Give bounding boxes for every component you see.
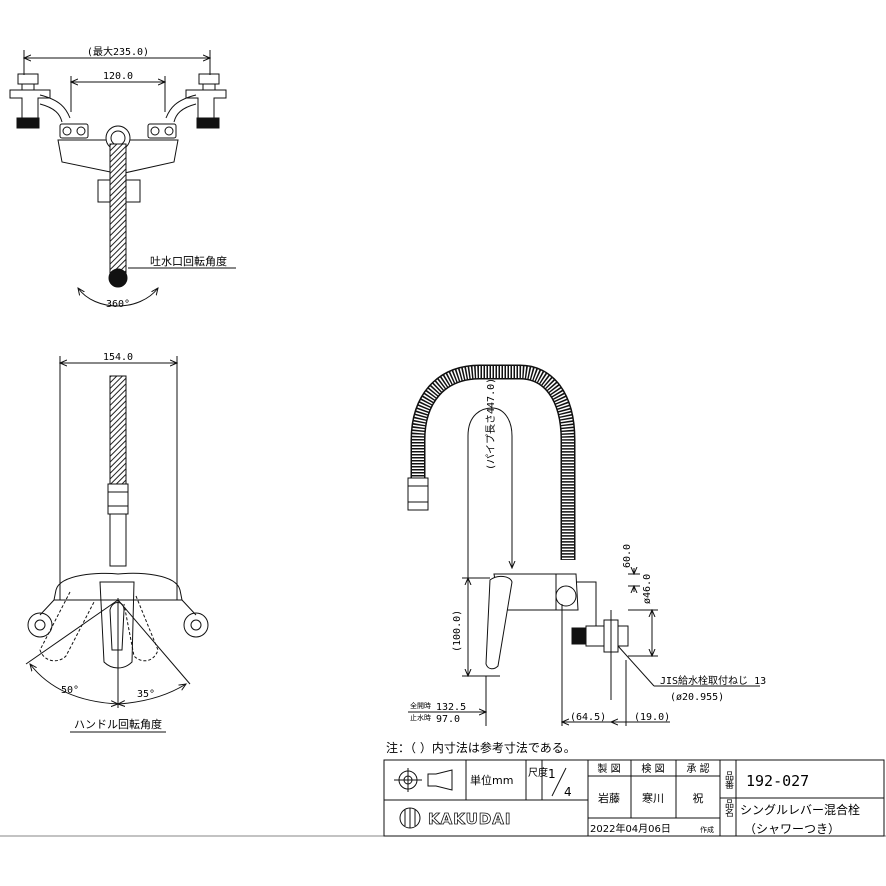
checked-by: 寒川 [642, 791, 664, 805]
part-no-label: 品番 [723, 771, 734, 789]
spout-rotation-label: 吐水口回転角度 [150, 254, 227, 268]
dim-max-width: (最大235.0) [87, 45, 149, 58]
angle-left: 50° [61, 685, 79, 696]
dim-64-5: (64.5) [570, 712, 606, 723]
dim-46: ø46.0 [642, 574, 653, 604]
date-suffix: 作成 [700, 825, 714, 834]
approved-header: 承 認 [686, 762, 709, 775]
drawn-header: 製 図 [597, 762, 620, 775]
stop-value: 97.0 [436, 714, 460, 725]
scale-label: 尺度 [528, 766, 548, 779]
dim-100: (100.0) [452, 610, 463, 652]
thread-dia: (ø20.955) [670, 692, 724, 703]
product-name-2: （シャワーつき） [744, 822, 840, 836]
scale-num: 1 [548, 767, 556, 781]
product-label: 品名 [723, 799, 734, 818]
thread-note: JIS給水栓取付ねじ 13 [660, 674, 766, 687]
dim-60: 60.0 [622, 544, 633, 568]
dim-width: 154.0 [103, 352, 133, 363]
full-open-value: 132.5 [436, 702, 466, 713]
reference-note: 注：（ ）内寸法は参考寸法である。 [386, 740, 576, 755]
part-no: 192-027 [746, 772, 809, 790]
brand-logo: KAKUDAI [428, 810, 511, 828]
angle-right: 35° [137, 689, 155, 700]
product-name-1: シングルレバー混合栓 [740, 802, 860, 817]
scale-den: 4 [564, 785, 572, 799]
front-view [25, 356, 209, 733]
spout-angle: 360° [106, 299, 130, 310]
full-open-label: 全開時 [410, 701, 431, 710]
date: 2022年04月06日 [590, 822, 671, 835]
title-block [0, 759, 886, 837]
side-view [407, 364, 760, 726]
checked-header: 検 図 [641, 762, 664, 775]
approved-by: 祝 [693, 791, 704, 805]
stop-label: 止水時 [410, 713, 431, 722]
dim-pitch: 120.0 [103, 71, 133, 82]
dim-19: (19.0) [634, 712, 670, 723]
pipe-length: (パイプ長さ447.0) [485, 378, 497, 470]
unit: 単位mm [470, 773, 513, 787]
handle-rotation-label: ハンドル回転角度 [74, 717, 162, 731]
drawn-by: 岩藤 [598, 791, 620, 805]
top-view [9, 50, 236, 307]
